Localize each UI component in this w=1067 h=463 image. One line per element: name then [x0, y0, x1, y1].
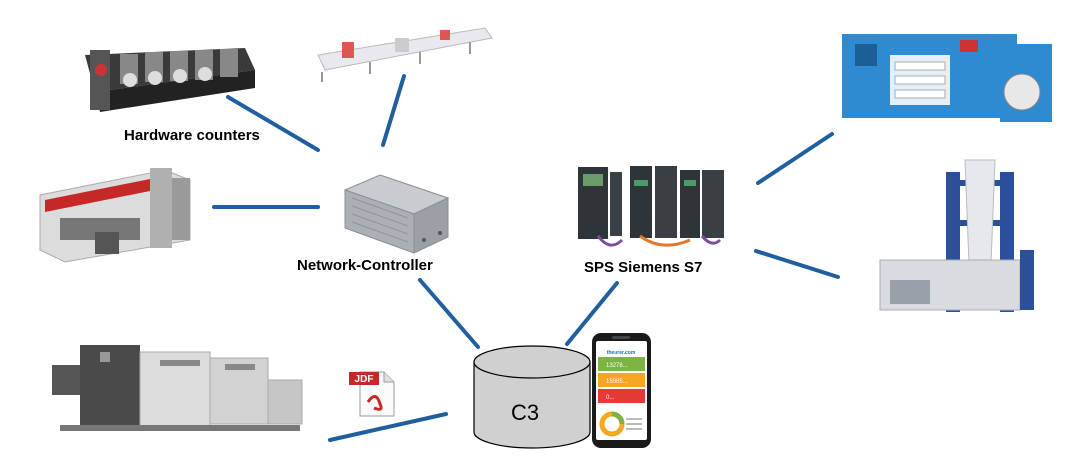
phone-tile-value-1: 13278... — [606, 363, 628, 369]
line-label-press-to-controller — [226, 95, 320, 152]
line-extruder-to-sps — [754, 249, 840, 279]
sps-siemens-label: SPS Siemens S7 — [584, 259, 703, 276]
line-folder-gluer-to-controller — [381, 74, 406, 147]
c3-database-cylinder — [473, 345, 591, 449]
phone-tile-orange — [598, 373, 645, 387]
digital-press-machine-image — [52, 345, 303, 431]
network-controller-device — [343, 174, 450, 254]
siemens-s7-plc-image — [578, 166, 724, 247]
line-slitter-to-sps — [756, 132, 834, 185]
connector-lines — [212, 74, 840, 442]
folder-gluer-machine-image — [317, 27, 493, 82]
database-label: C3 — [511, 400, 540, 425]
line-digital-press-to-db — [328, 412, 448, 442]
phone-brand-text: theurer.com — [607, 350, 636, 356]
gravure-press-machine-image — [39, 168, 191, 263]
phone-tile-value-2: 15005... — [606, 379, 628, 385]
slitter-machine-image — [842, 34, 1052, 122]
smartphone-app-image: theurer.com 13278... 15005... 0... — [592, 333, 651, 448]
network-controller-label: Network-Controller — [297, 257, 433, 274]
jdf-file-icon: JDF — [349, 371, 395, 417]
phone-tile-value-3: 0... — [606, 395, 615, 401]
label-press-machine-image — [85, 48, 255, 112]
blown-film-extruder-image — [879, 159, 1034, 312]
hardware-counters-label: Hardware counters — [124, 127, 260, 144]
line-sps-to-db — [565, 281, 619, 346]
phone-tile-red — [598, 389, 645, 403]
phone-tile-green — [598, 357, 645, 371]
line-controller-to-db — [418, 278, 480, 349]
jdf-badge-text: JDF — [355, 374, 374, 385]
